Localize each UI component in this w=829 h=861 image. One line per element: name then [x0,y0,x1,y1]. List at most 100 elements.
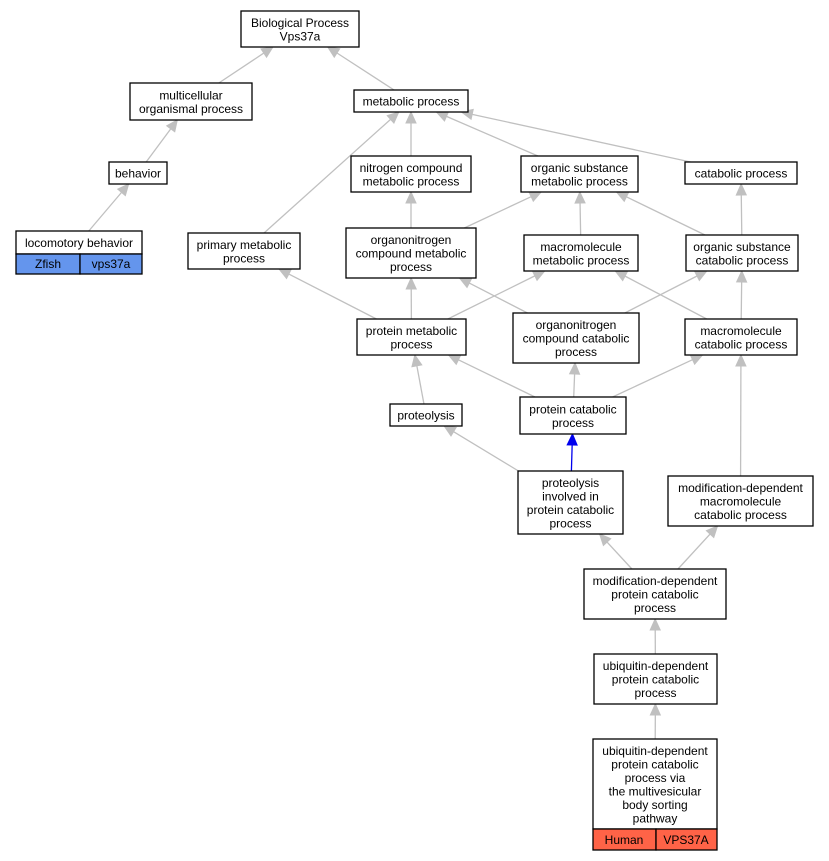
node-label-line: body sorting [622,798,687,812]
edge-multicellular-to-bp-root [218,52,265,84]
node-label-line: compound catabolic [523,332,630,346]
go-term-node-mod-dep-macromolecule[interactable]: modification-dependentmacromoleculecatab… [667,475,814,527]
edge-locomotory-to-behavior [88,191,123,232]
go-term-node-catabolic[interactable]: catabolic process [684,161,798,185]
arrowhead-icon [405,190,417,204]
arrowhead-icon [598,533,612,547]
node-label-line: modification-dependent [593,574,718,588]
human-species-label: Human [605,833,644,847]
zfish-species-label: Zfish [35,257,61,271]
node-box[interactable] [593,653,718,705]
arrowhead-icon [405,276,417,290]
edge-metabolic-to-bp-root [336,52,395,91]
node-box[interactable] [523,234,639,272]
node-box[interactable] [684,318,798,356]
arrowhead-icon [116,183,130,197]
node-label-line: protein catabolic [612,673,699,687]
node-box[interactable] [356,318,467,356]
node-label-line: locomotory behavior [25,236,133,250]
human-gene-cell[interactable] [655,828,718,851]
node-box[interactable] [350,155,472,193]
node-label-line: process [390,260,432,274]
arrowhead-icon [277,268,292,280]
edge-proteolysis-involved-to-protein-catabolic [570,444,573,472]
node-box[interactable] [519,396,627,435]
arrowhead-icon [735,182,748,196]
node-box[interactable] [684,161,798,185]
edge-protein-catabolic-to-protein-metabolic [458,359,536,398]
node-label-line: protein catabolic [527,503,614,517]
go-term-node-metabolic[interactable]: metabolic process [353,89,469,113]
edge-protein-catabolic-to-organonitrogen-catabolic [573,373,576,398]
arrowhead-icon [326,46,341,59]
node-box[interactable] [592,738,718,830]
node-label-line: catabolic process [696,253,789,267]
node-box[interactable] [187,232,301,270]
node-box[interactable] [685,234,799,272]
zfish-gene-cell[interactable] [79,253,143,275]
node-label-line: proteolysis [397,409,454,423]
node-box[interactable] [353,89,469,113]
node-label-line: organonitrogen [536,318,617,332]
node-box[interactable] [520,155,639,193]
node-box[interactable] [667,475,814,527]
node-box[interactable] [345,227,477,279]
edge-organic-substance-catabolic-to-organic-substance-metabolic [626,196,706,236]
edge-macromolecule-catabolic-to-macromolecule-metabolic [624,275,708,320]
go-term-node-locomotory[interactable]: locomotory behavior [15,230,143,255]
edge-proteolysis-involved-to-proteolysis [453,431,519,472]
node-box[interactable] [583,568,727,620]
arrowhead-icon [566,432,578,446]
edge-mod-dep-protein-to-proteolysis-involved [606,541,633,570]
edge-mod-dep-protein-to-mod-dep-macromolecule [677,533,711,570]
node-label-line: catabolic process [695,337,788,351]
edge-organic-substance-metabolic-to-metabolic [446,115,539,157]
zfish-gene-label: vps37a [92,257,131,271]
node-box[interactable] [129,82,253,121]
node-box[interactable] [512,312,640,364]
node-label-line: macromolecule [700,324,782,338]
node-label-line: process [555,345,597,359]
edge-catabolic-to-metabolic [472,113,691,163]
go-term-node-behavior[interactable]: behavior [108,161,168,185]
node-box[interactable] [108,161,168,185]
node-box[interactable] [517,470,624,535]
edge-protein-catabolic-to-macromolecule-catabolic [612,359,693,398]
arrowhead-icon [260,46,274,59]
edge-protein-metabolic-to-macromolecule-metabolic [447,275,536,320]
edge-macromolecule-metabolic-to-organic-substance-metabolic [579,202,582,236]
node-label-line: process [390,337,432,351]
node-label-line: Vps37a [280,29,321,43]
node-label-line: process [634,601,676,615]
node-label-line: macromolecule [540,240,622,254]
node-label-line: behavior [115,167,161,181]
go-term-node-proteolysis[interactable]: proteolysis [389,403,463,427]
node-label-line: organic substance [693,240,791,254]
node-label-line: multicellular [159,88,222,102]
node-label-line: metabolic process [363,174,460,188]
arrowhead-icon [574,190,586,204]
edges-layer [88,46,748,740]
node-label-line: process [634,686,676,700]
edge-behavior-to-multicellular [145,128,172,163]
arrowhead-icon [435,111,450,122]
node-box[interactable] [389,403,463,427]
node-label-line: protein catabolic [611,588,698,602]
node-box[interactable] [240,10,360,48]
